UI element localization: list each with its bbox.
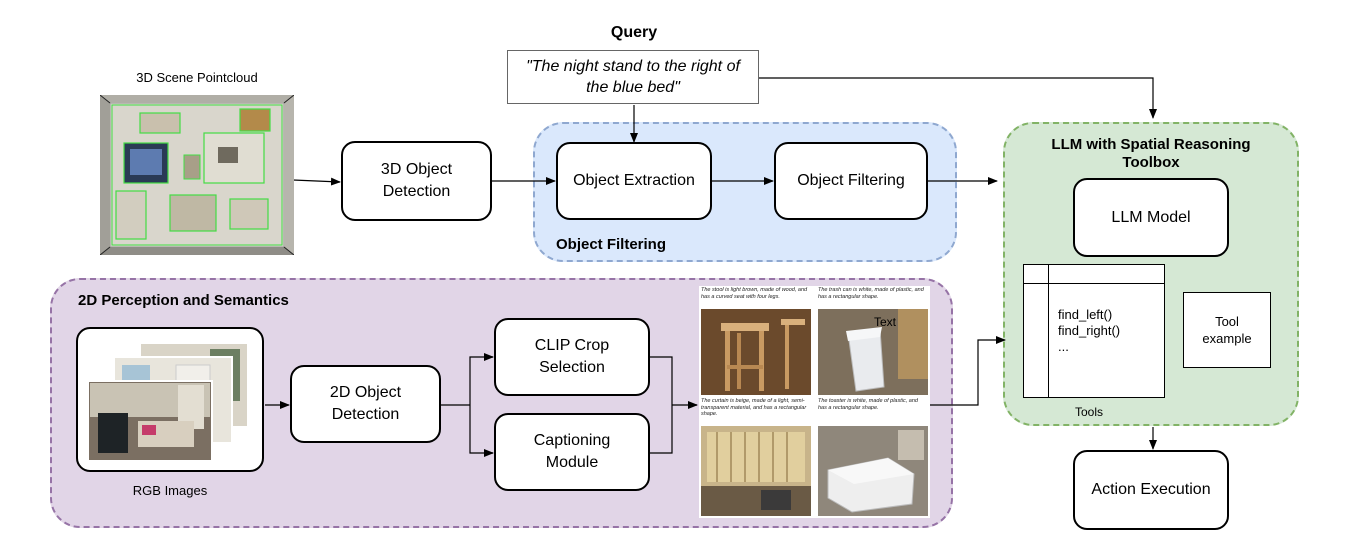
caption-stool: The stool is light brown, made of wood, … [701,287,808,300]
clip-line1: CLIP Crop [534,337,610,354]
clip-crop-selection-box: CLIP Crop Selection [494,318,650,396]
llm-title-line2: Toolbox [1122,154,1180,171]
curtain-image [701,426,811,516]
tool-item: ... [1058,339,1069,354]
tool-example-box: Tool example [1183,292,1271,368]
3d-detection-line2: Detection [382,183,451,200]
caption-gallery: The stool is light brown, made of wood, … [699,286,930,518]
llm-toolbox-title: LLM with Spatial Reasoning Toolbox [1008,136,1294,172]
tools-label: Tools [1075,405,1104,419]
2d-detection-line1: 2D Object [329,384,402,401]
rgb-images-label: RGB Images [132,483,208,498]
tool-item: find_left() [1058,307,1113,322]
captioning-module-box: Captioning Module [494,413,650,491]
query-text-line1: "The night stand to the right of [526,58,740,75]
object-filtering-box: Object Filtering [774,142,928,220]
overlay-text: Text [874,315,897,329]
caption-toaster: The toaster is white, made of plastic, a… [818,398,918,411]
pointcloud-illustration [99,94,295,256]
arrow-gallery-to-llm [930,336,1006,406]
arrow-2d-detection-split [440,356,493,454]
object-filtering-region-title: Object Filtering [556,236,667,253]
clip-line2: Selection [539,359,605,376]
tool-example-line2: example [1202,331,1252,346]
object-extraction-box: Object Extraction [556,142,712,220]
rgb-images-stack [87,342,249,462]
2d-object-detection-box: 2D Object Detection [290,365,441,443]
llm-title-line1: LLM with Spatial Reasoning [1051,136,1251,153]
rgb-images-panel [76,327,264,472]
query-box: "The night stand to the right of the blu… [507,50,759,104]
arrow-pointcloud-to-3d-detection [292,177,341,186]
caption-trashcan: The trash can is white, made of plastic,… [818,287,924,300]
query-title: Query [610,24,658,41]
stool-image [701,309,811,395]
pointcloud-label: 3D Scene Pointcloud [136,70,258,85]
2d-detection-line2: Detection [331,406,400,423]
trashcan-image: Text [818,309,928,395]
toaster-image [818,426,928,516]
3d-detection-line1: 3D Object [380,161,453,178]
captioning-line1: Captioning [533,432,611,449]
action-execution-box: Action Execution [1073,450,1229,530]
caption-curtain: The curtain is beige, made of a light, s… [701,398,807,417]
3d-object-detection-box: 3D Object Detection [341,141,492,221]
pointcloud-image [99,94,295,256]
llm-model-box: LLM Model [1073,178,1229,257]
captioning-line2: Module [545,454,599,471]
tools-list: find_left() find_right() ... [1058,307,1120,355]
arrow-modules-merge [649,356,697,454]
perception-2d-title: 2D Perception and Semantics [78,292,289,309]
arrow-query-to-llm [758,77,1157,119]
tools-table: find_left() find_right() ... [1023,264,1165,398]
tool-example-line1: Tool [1215,314,1239,329]
query-text-line2: the blue bed" [586,79,680,96]
tool-item: find_right() [1058,323,1121,338]
